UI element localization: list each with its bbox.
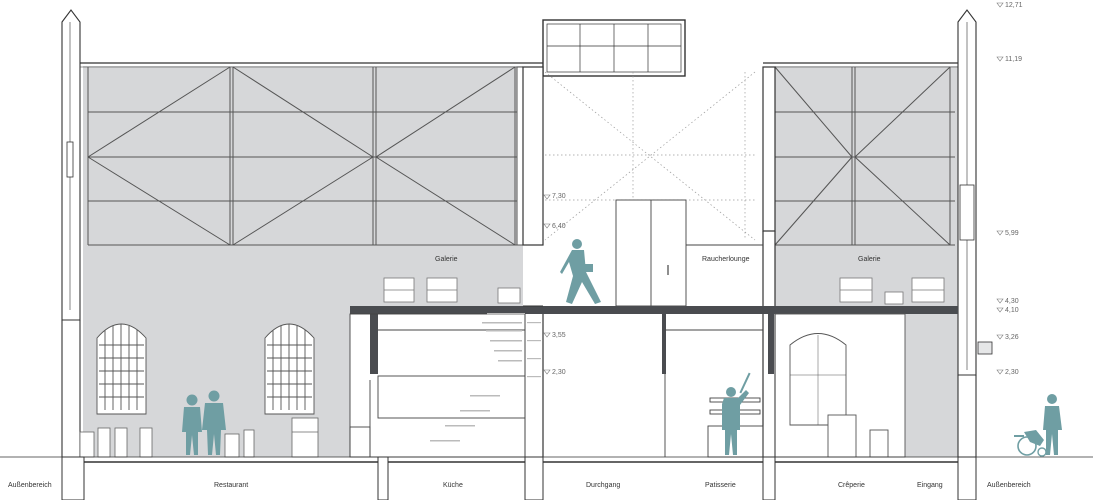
label-aussenbereich-left: Außenbereich xyxy=(8,482,52,489)
level-value: 4,10 xyxy=(1005,307,1019,314)
person-restaurant-1 xyxy=(182,394,202,455)
right-tower xyxy=(957,9,993,457)
core-walls xyxy=(522,66,776,457)
level-value: 5,99 xyxy=(1005,230,1019,237)
raucherlounge-enclosure xyxy=(615,199,763,307)
label-aussenbereich-right: Außenbereich xyxy=(987,482,1031,489)
level-value: 12,71 xyxy=(1005,2,1023,9)
left-tower xyxy=(61,9,81,457)
level-marker: 4,10 xyxy=(996,307,1019,314)
label-galerie-right: Galerie xyxy=(858,256,881,263)
kitchen-stair xyxy=(430,313,525,442)
level-marker: 2,30 xyxy=(996,369,1019,376)
restaurant-furniture xyxy=(79,417,319,458)
level-value: 6,40 xyxy=(552,223,566,230)
level-value: 11,19 xyxy=(1005,56,1022,63)
label-kueche: Küche xyxy=(443,482,463,489)
foundation xyxy=(0,456,1093,500)
room-labels: Galerie Raucherlounge Galerie Außenberei… xyxy=(8,256,1031,489)
label-patisserie: Patisserie xyxy=(705,482,736,489)
roof-skylight xyxy=(542,19,686,77)
person-gallery-walking xyxy=(560,239,601,304)
label-eingang: Eingang xyxy=(917,482,943,489)
level-markers-right: 12,71 11,19 5,99 4,30 4,10 3,26 2,30 xyxy=(996,2,1023,376)
level-value: 3,55 xyxy=(552,332,566,339)
level-marker: 4,30 xyxy=(996,298,1019,305)
right-roof-truss xyxy=(774,66,955,246)
level-value: 2,30 xyxy=(552,369,566,376)
level-marker: 2,30 xyxy=(543,369,566,376)
level-marker: 11,19 xyxy=(996,56,1022,63)
level-marker: 12,71 xyxy=(996,2,1023,9)
label-raucherlounge: Raucherlounge xyxy=(702,256,750,263)
gallery-floor-slab xyxy=(350,305,958,374)
label-restaurant: Restaurant xyxy=(214,482,248,489)
level-marker: 3,26 xyxy=(996,334,1019,341)
level-value: 2,30 xyxy=(1005,369,1019,376)
person-patisserie-chef xyxy=(722,372,751,455)
level-marker: 7,30 xyxy=(543,193,566,200)
person-restaurant-2 xyxy=(202,390,226,455)
arched-window-left xyxy=(96,323,147,415)
wall-fills xyxy=(83,66,958,457)
label-durchgang: Durchgang xyxy=(586,482,620,489)
person-wheelchair-group xyxy=(1014,394,1062,457)
level-value: 3,26 xyxy=(1005,334,1019,341)
gallery-furniture xyxy=(383,277,945,305)
level-marker: 5,99 xyxy=(996,230,1019,237)
label-galerie-left: Galerie xyxy=(435,256,458,263)
roof-lines xyxy=(80,62,958,68)
level-value: 7,30 xyxy=(552,193,566,200)
left-roof-truss xyxy=(87,66,524,246)
durchgang xyxy=(524,314,666,457)
arched-window-right xyxy=(264,323,315,415)
level-markers-center: 7,30 6,40 3,55 2,30 xyxy=(543,193,566,376)
level-marker: 3,55 xyxy=(543,332,566,339)
durchgang-stair-dots xyxy=(527,322,541,378)
creperie xyxy=(774,313,906,458)
level-value: 4,30 xyxy=(1005,298,1019,305)
label-creperie: Crêperie xyxy=(838,482,865,489)
level-marker: 6,40 xyxy=(543,223,566,230)
